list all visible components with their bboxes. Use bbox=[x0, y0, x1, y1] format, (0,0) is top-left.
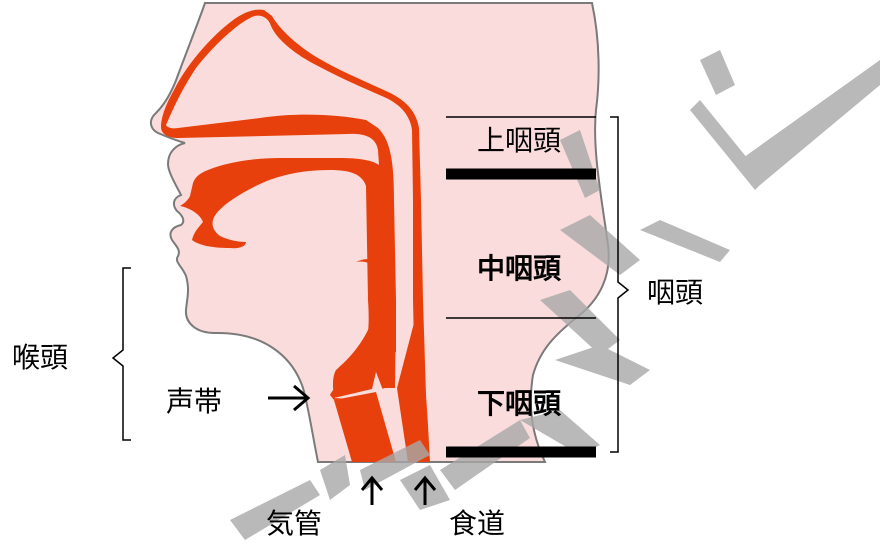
esophagus-shape bbox=[397, 300, 428, 462]
nasal-pharyngeal-tract bbox=[161, 9, 430, 463]
esophagus-arrow bbox=[413, 475, 437, 505]
epiglottis-region bbox=[332, 259, 396, 395]
trachea-arrow bbox=[360, 475, 384, 505]
vocal-cord-arrow bbox=[268, 384, 311, 412]
pharynx-bracket bbox=[610, 116, 630, 453]
lower-pharynx-label: 下咽頭 bbox=[477, 387, 562, 420]
trachea-label: 気管 bbox=[266, 507, 322, 540]
upper-pharynx-label: 上咽頭 bbox=[477, 124, 561, 157]
vocal-cords-label: 声帯 bbox=[166, 385, 222, 418]
pharynx-label: 咽頭 bbox=[647, 276, 703, 309]
larynx-bracket bbox=[111, 267, 131, 441]
esophagus-label: 食道 bbox=[449, 507, 505, 540]
larynx-label: 喉頭 bbox=[12, 341, 68, 374]
trachea-shape bbox=[334, 392, 396, 462]
middle-pharynx-label: 中咽頭 bbox=[477, 252, 562, 285]
